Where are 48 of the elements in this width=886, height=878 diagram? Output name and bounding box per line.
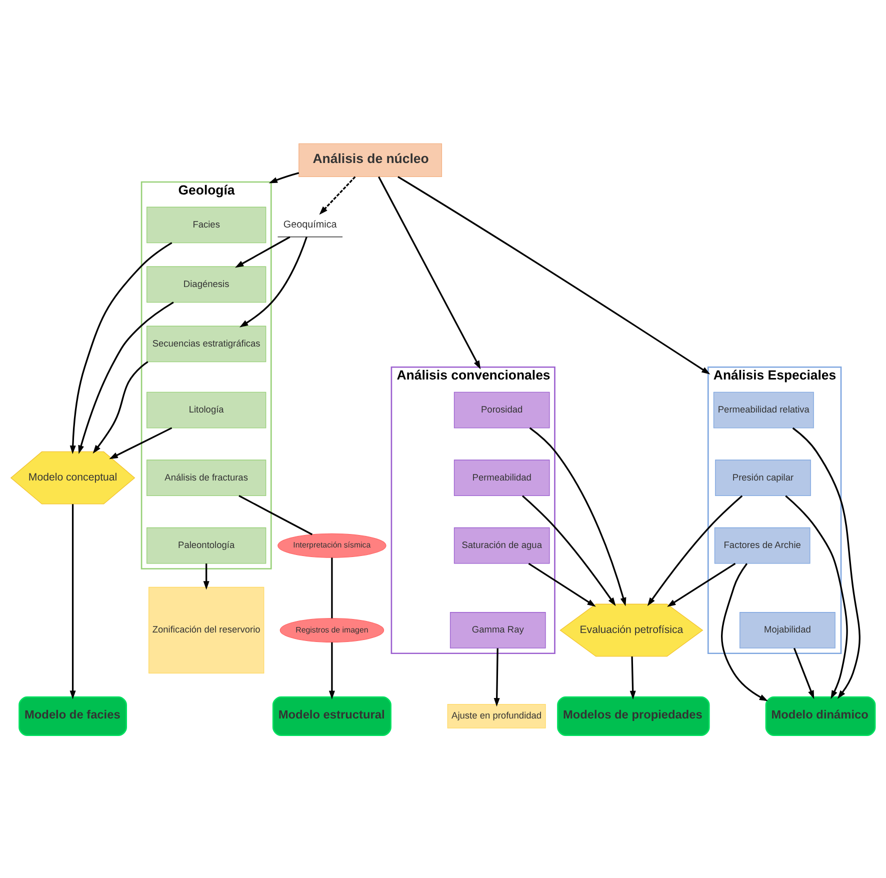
connector [331,557,333,618]
arrow [328,642,335,699]
arrow [494,648,500,706]
arrow [70,504,76,699]
node-box: Presión capilar [715,459,811,496]
node-box: Secuencias estratigráficas [146,325,266,362]
node-box: Modelos de propiedades [557,696,710,736]
arrow [203,563,210,590]
node-box: Zonificación del reservorio [148,586,264,674]
arrow [92,360,148,454]
arrow [522,494,616,606]
node-box: Modelo dinámico [765,696,876,736]
arrow [268,172,300,183]
arrow [234,236,290,268]
arrow [109,426,172,459]
node-box: Análisis de fracturas [146,459,266,496]
arrow [785,494,848,699]
node-box: Ajuste en profundidad [447,703,546,728]
node-box: Saturación de agua [454,526,550,564]
node-box: Paleontología [146,526,266,564]
arrow [721,562,768,701]
arrow [78,301,174,454]
node-text: Geoquímica [283,218,337,230]
arrow [793,647,814,699]
connector [238,494,313,535]
arrow [667,562,736,606]
node-box: Permeabilidad [454,459,550,496]
arrow [792,426,860,698]
node-box: Diagénesis [146,266,266,302]
arrow [529,426,626,606]
node-box: Modelo de facies [18,696,127,736]
arrow [239,236,308,327]
arrow [70,242,172,454]
node-box: Facies [146,206,266,243]
arrow [528,562,596,606]
arrow [319,176,356,214]
arrow [630,656,636,699]
node-box: Modelo estructural [272,696,392,736]
node-box: Permeabilidad relativa [713,391,814,428]
node-box: Factores de Archie [714,526,810,564]
node-box: Litología [146,391,266,428]
node-box: Porosidad [454,391,550,428]
arrow [647,494,743,606]
arrow [378,176,481,369]
node-box: Mojabilidad [740,612,836,648]
node-box: Análisis de núcleo [298,142,442,177]
arrow [398,176,710,374]
node-box: Gamma Ray [450,612,546,648]
